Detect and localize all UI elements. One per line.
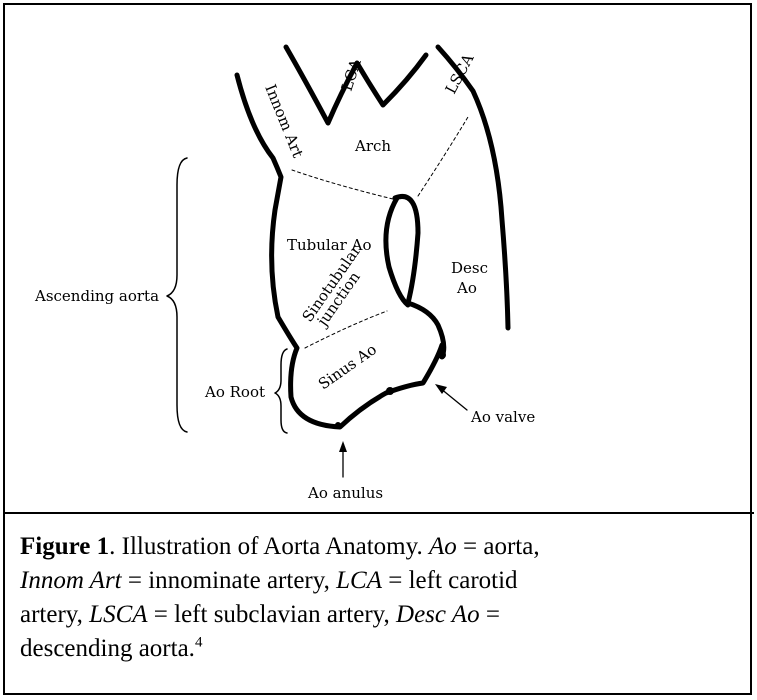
label-sinus-ao: Sinus Ao (315, 340, 380, 393)
aorta-inner-loop (395, 196, 444, 357)
figure-caption: Figure 1. Illustration of Aorta Anatomy.… (20, 530, 740, 666)
ao-root-brace (275, 349, 287, 433)
ascending-aorta-brace (167, 158, 187, 432)
reference-number: 4 (195, 635, 203, 651)
figure-label: Figure 1 (20, 533, 109, 560)
label-ao-anulus: Ao anulus (307, 484, 383, 502)
label-desc-ao-2: Ao (456, 279, 477, 297)
label-lca: LCA (338, 57, 365, 93)
caption-divider (3, 512, 754, 514)
label-ascending-aorta: Ascending aorta (34, 287, 159, 305)
label-desc-ao-1: Desc (451, 259, 488, 277)
label-arch: Arch (354, 137, 391, 155)
aorta-anatomy-diagram: LCA LSCA Innom Art Arch Tubular Ao Desc … (5, 5, 750, 512)
label-ao-root: Ao Root (204, 383, 265, 401)
label-ao-valve: Ao valve (470, 408, 535, 426)
